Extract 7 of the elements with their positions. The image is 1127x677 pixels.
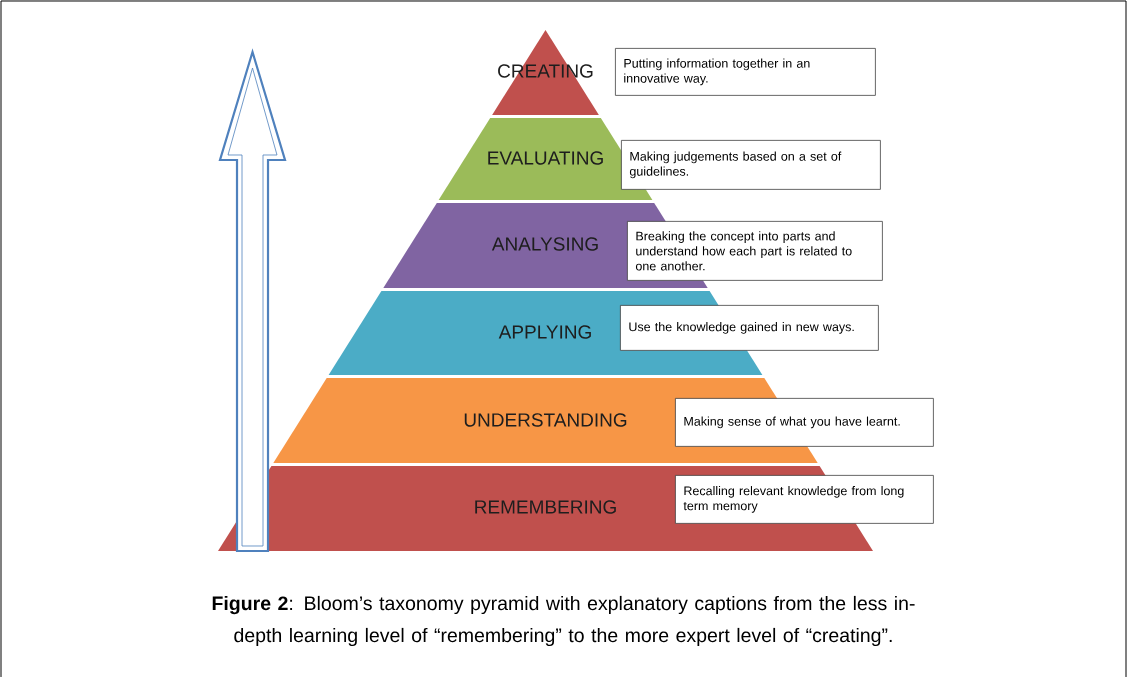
description-box: Putting information together in an innovative way. xyxy=(615,48,876,96)
description-box: Recalling relevant knowledge from long term memory xyxy=(675,475,934,524)
description-box: Making judgements based on a set of guidelines. xyxy=(621,140,881,190)
description-box: Breaking the concept into parts and understand how each part is related to one another. xyxy=(627,221,883,281)
description-box: Making sense of what you have learnt. xyxy=(675,398,934,447)
description-box: Use the knowledge gained in new ways. xyxy=(620,305,879,351)
figure-caption: Figure 2: Bloom’s taxonomy pyramid with explanatory captions from the less in-depth learning level of “remembering” to the more expert level of “creating”. xyxy=(212,595,915,647)
